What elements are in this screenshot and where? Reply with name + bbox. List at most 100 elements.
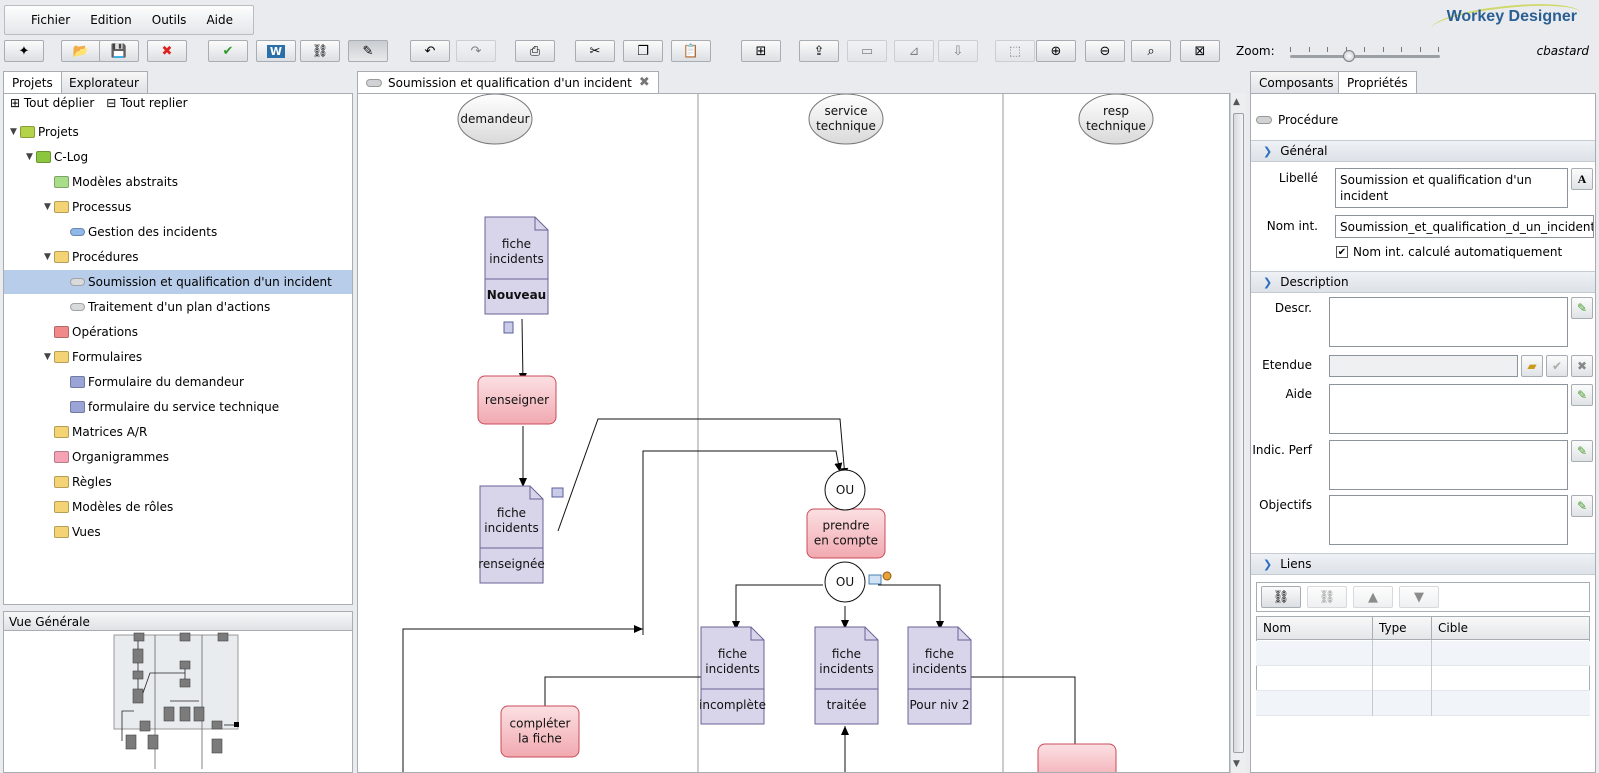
tool-button[interactable]: ✎ — [348, 40, 388, 62]
nom-int-field[interactable]: Soumission_et_qualification_d_un_inciden… — [1335, 215, 1594, 238]
tab-proprietes[interactable]: Propriétés — [1338, 71, 1417, 93]
scroll-down-icon[interactable]: ▼ — [1233, 759, 1240, 769]
close-tab-icon[interactable]: ✖ — [638, 75, 650, 90]
new-button[interactable]: ✦ — [4, 40, 44, 62]
flow-connector[interactable] — [971, 676, 1079, 758]
expand-caret-icon[interactable]: ▼ — [10, 127, 17, 137]
move-down-button[interactable]: ▼ — [1399, 586, 1439, 608]
menu-fichier[interactable]: Fichier — [31, 13, 71, 27]
task-node[interactable] — [1037, 743, 1117, 773]
scroll-up-icon[interactable]: ▲ — [1233, 97, 1240, 107]
select-button[interactable]: ⬚ — [995, 40, 1035, 62]
descr-field[interactable] — [1329, 297, 1568, 347]
role-actor[interactable] — [457, 94, 533, 145]
tree-item[interactable]: ▼Processus — [44, 195, 131, 219]
group-button[interactable]: ▭ — [847, 40, 887, 62]
scroll-thumb[interactable] — [1233, 113, 1244, 753]
tree-item[interactable]: Traitement d'un plan d'actions — [60, 295, 270, 319]
flow-connector[interactable] — [642, 450, 843, 635]
undo-button[interactable]: ↶ — [410, 40, 450, 62]
print-button[interactable]: ⎙ — [515, 40, 555, 62]
copy-button[interactable]: ❐ — [623, 40, 663, 62]
validate-etendue-button[interactable]: ✔ — [1546, 355, 1568, 377]
tree-item[interactable]: ▼Formulaires — [44, 345, 142, 369]
table-row[interactable] — [1256, 641, 1590, 666]
menu-outils[interactable]: Outils — [151, 13, 187, 27]
tab-diagram[interactable]: Soumission et qualification d'un inciden… — [357, 71, 659, 93]
section-general[interactable]: ❯Général — [1251, 140, 1595, 162]
tree-item[interactable]: Organigrammes — [44, 445, 169, 469]
tab-composants[interactable]: Composants — [1250, 71, 1343, 93]
tree-item[interactable]: Matrices A/R — [44, 420, 147, 444]
document-node[interactable] — [907, 626, 972, 725]
hierarchy-button[interactable]: ⊞ — [741, 40, 781, 62]
task-node[interactable] — [477, 375, 557, 425]
role-actor[interactable] — [1078, 94, 1154, 145]
tree-item[interactable]: Formulaire du demandeur — [60, 370, 244, 394]
libelle-field[interactable]: Soumission et qualification d'un inciden… — [1335, 168, 1568, 208]
fit-button[interactable]: ⊠ — [1180, 40, 1220, 62]
flow-connector[interactable] — [518, 318, 527, 383]
tab-projets[interactable]: Projets — [3, 71, 62, 93]
flow-connector[interactable] — [541, 676, 701, 715]
collapse-all-button[interactable]: ⊟ Tout replier — [106, 96, 188, 110]
document-node[interactable] — [484, 216, 549, 315]
expand-all-button[interactable]: ⊞ Tout déplier — [10, 96, 95, 110]
objectifs-field[interactable] — [1329, 495, 1568, 545]
zoom-in-button[interactable]: ⊕ — [1036, 40, 1076, 62]
open-button[interactable]: 📂 — [61, 40, 101, 62]
aide-field[interactable] — [1329, 384, 1568, 434]
tree-item[interactable]: Modèles de rôles — [44, 495, 173, 519]
menu-edition[interactable]: Edition — [90, 13, 132, 27]
tree-item[interactable]: Vues — [44, 520, 101, 544]
add-link-button[interactable]: ⛓ — [1261, 586, 1301, 608]
tree-item[interactable]: Modèles abstraits — [44, 170, 178, 194]
move-up-button[interactable]: ▲ — [1353, 586, 1393, 608]
tab-explorateur[interactable]: Explorateur — [60, 71, 148, 93]
zoom-slider-thumb[interactable] — [1343, 50, 1355, 62]
gateway-or[interactable] — [824, 469, 866, 511]
section-description[interactable]: ❯Description — [1251, 271, 1595, 293]
tree-item[interactable]: ▼Projets — [10, 120, 79, 144]
grid-col-type[interactable]: Type — [1372, 616, 1432, 640]
tree-item[interactable]: formulaire du service technique — [60, 395, 279, 419]
diagram-vertical-scrollbar[interactable]: ▲ ▼ — [1230, 93, 1246, 773]
task-node[interactable] — [500, 705, 580, 758]
zoom-reset-button[interactable]: ⌕ — [1131, 40, 1171, 62]
validate-button[interactable]: ✔ — [208, 40, 248, 62]
cut-button[interactable]: ✂ — [575, 40, 615, 62]
save-button[interactable]: 💾 — [99, 40, 139, 62]
zoom-out-button[interactable]: ⊖ — [1085, 40, 1125, 62]
link-button[interactable]: ⛓ — [300, 40, 340, 62]
tree-item[interactable]: Règles — [44, 470, 112, 494]
section-liens[interactable]: ❯Liens — [1251, 553, 1595, 575]
table-row[interactable] — [1256, 666, 1590, 691]
tree-item[interactable]: Gestion des incidents — [60, 220, 217, 244]
tree-item[interactable]: ▼C-Log — [26, 145, 88, 169]
edit-aide-button[interactable]: ✎ — [1571, 384, 1593, 406]
flow-connector[interactable] — [732, 584, 823, 630]
overview-handle[interactable] — [234, 722, 239, 727]
role-actor[interactable] — [808, 94, 884, 145]
tree-item[interactable]: Soumission et qualification d'un inciden… — [4, 270, 352, 294]
grid-col-cible[interactable]: Cible — [1431, 616, 1590, 640]
expand-caret-icon[interactable]: ▼ — [44, 352, 51, 362]
flow-connector[interactable] — [402, 625, 643, 773]
remove-link-button[interactable]: ⛓ — [1307, 586, 1347, 608]
tree-item[interactable]: ▼Procédures — [44, 245, 139, 269]
document-node[interactable] — [814, 626, 879, 725]
auto-name-checkbox[interactable]: ✔ — [1336, 246, 1348, 258]
edit-descr-button[interactable]: ✎ — [1571, 297, 1593, 319]
redo-button[interactable]: ↷ — [456, 40, 496, 62]
down-button[interactable]: ⇩ — [938, 40, 978, 62]
expand-caret-icon[interactable]: ▼ — [44, 202, 51, 212]
etendue-field[interactable] — [1329, 355, 1518, 377]
indic-perf-field[interactable] — [1329, 440, 1568, 490]
flow-connector[interactable] — [557, 418, 849, 532]
export-button[interactable]: ⇪ — [799, 40, 839, 62]
expand-caret-icon[interactable]: ▼ — [44, 252, 51, 262]
table-row[interactable] — [1256, 691, 1590, 716]
menu-aide[interactable]: Aide — [206, 13, 233, 27]
expand-caret-icon[interactable]: ▼ — [26, 152, 33, 162]
workey-button[interactable]: W — [256, 40, 296, 62]
